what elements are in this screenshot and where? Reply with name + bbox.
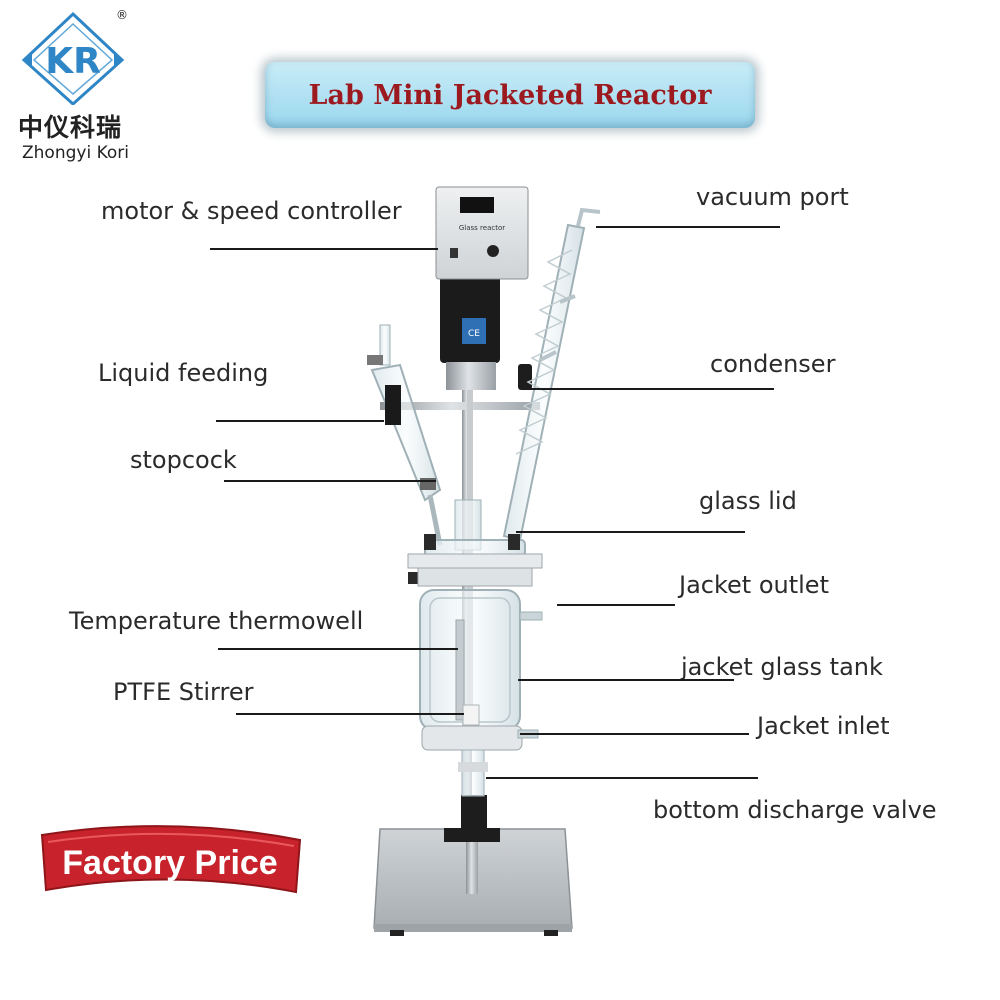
leader-motor-speed-controller (210, 248, 438, 250)
label-glass-lid: glass lid (699, 487, 797, 515)
feeding-funnel (367, 324, 443, 546)
speed-controller: Glass reactor (435, 186, 529, 280)
brand-name-en: Zhongyi Kori (22, 143, 129, 163)
controller-panel-title: Glass reactor (459, 224, 505, 232)
label-vacuum-port: vacuum port (696, 183, 849, 211)
label-stopcock: stopcock (130, 446, 237, 474)
leader-vacuum-port (596, 226, 780, 228)
cross-bar (380, 364, 540, 410)
page-title: Lab Mini Jacketed Reactor (308, 79, 712, 111)
leader-jacket-inlet (520, 733, 749, 735)
leader-jacket-outlet (557, 604, 675, 606)
label-ptfe-stirrer: PTFE Stirrer (113, 678, 254, 706)
label-condenser: condenser (710, 350, 836, 378)
glass-lid (407, 499, 543, 587)
label-jacket-inlet: Jacket inlet (757, 712, 890, 740)
label-temperature-thermowell: Temperature thermowell (69, 607, 364, 635)
leader-ptfe-stirrer (236, 713, 464, 715)
label-liquid-feeding: Liquid feeding (98, 359, 269, 387)
leader-glass-lid (516, 531, 745, 533)
motor-ce-badge: CE (468, 329, 480, 339)
brand-name-cn: 中仪科瑞 (18, 113, 123, 142)
logo-letters: KR (45, 41, 101, 82)
factory-price-badge: Factory Price (40, 825, 302, 894)
motor: CE (440, 275, 500, 390)
brand-logo: KR (18, 10, 128, 107)
label-jacket-outlet: Jacket outlet (679, 571, 829, 599)
brand-logo-icon: KR (21, 11, 125, 107)
leader-liquid-feeding (216, 420, 384, 422)
leader-condenser (528, 388, 774, 390)
leader-temperature-thermowell (218, 648, 458, 650)
discharge-valve (458, 749, 488, 797)
label-motor-speed-controller: motor & speed controller (101, 197, 402, 225)
registered-mark: ® (116, 8, 128, 22)
leader-stopcock (224, 480, 436, 482)
label-jacket-glass-tank: jacket glass tank (681, 653, 883, 681)
label-bottom-discharge-valve: bottom discharge valve (653, 796, 937, 824)
jacketed-vessel (419, 589, 543, 751)
leader-bottom-discharge-valve (486, 777, 758, 779)
leader-jacket-glass-tank (518, 679, 734, 681)
factory-price-text: Factory Price (62, 844, 277, 882)
title-banner: Lab Mini Jacketed Reactor (265, 62, 755, 128)
